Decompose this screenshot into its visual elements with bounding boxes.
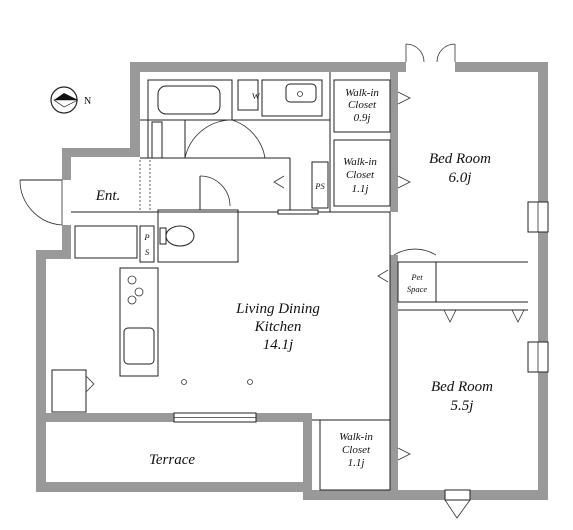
wic-3-line1: Walk-in [339, 431, 373, 443]
entrance-label: Ent. [95, 188, 121, 204]
interior-lines [19, 43, 528, 519]
wic-3-line2: Closet [342, 444, 371, 456]
ps-s-label: S [145, 247, 150, 257]
terrace-label: Terrace [149, 452, 195, 468]
wic-1-line1: Walk-in [345, 87, 379, 99]
wic-2-line2: Closet [346, 169, 375, 181]
ps-label: PS [314, 181, 325, 191]
compass-label: N [84, 96, 91, 107]
washer-label: W [252, 91, 260, 101]
wic-1-size: 0.9j [354, 112, 371, 124]
wic-3-size: 1.1j [348, 457, 365, 469]
pet-space-line2: Space [407, 284, 428, 294]
ldk-size: 14.1j [263, 337, 293, 353]
pet-space-line1: Pet [410, 272, 423, 282]
bedroom-2-size: 5.5j [451, 398, 474, 414]
bedroom-1-name: Bed Room [429, 151, 491, 167]
bedroom-1-size: 6.0j [449, 170, 472, 186]
ldk-line2: Kitchen [254, 319, 302, 335]
ps-p-label: P [143, 232, 149, 242]
windows [173, 201, 549, 501]
compass-icon: N [50, 86, 91, 114]
wic-2-size: 1.1j [352, 183, 369, 195]
outer-walls [36, 62, 548, 500]
wic-1-line2: Closet [348, 99, 377, 111]
bedroom-2-name: Bed Room [431, 379, 493, 395]
ldk-line1: Living Dining [235, 301, 320, 317]
wic-2-line1: Walk-in [343, 156, 377, 168]
